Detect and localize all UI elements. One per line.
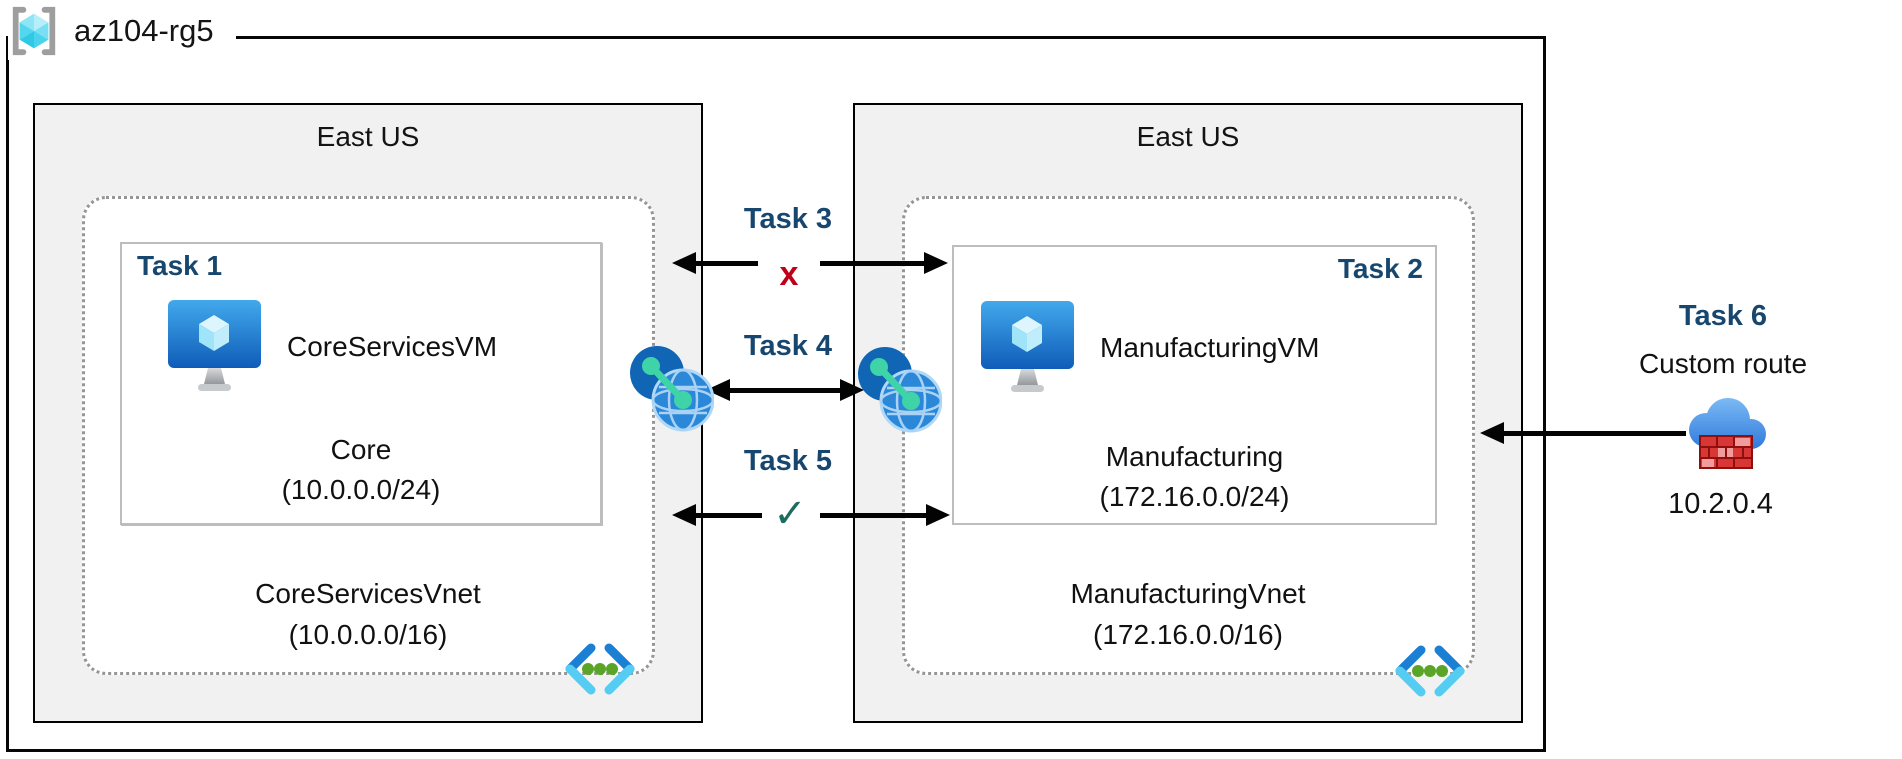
core-vnet-name: CoreServicesVnet [255,578,481,609]
core-vnet-cidr: (10.0.0.0/16) [288,619,448,650]
task5-allowed-check-mark: ✓ [773,492,807,536]
resource-group-icon [8,3,60,59]
task3-arrow-shaft [820,261,926,266]
virtual-network-icon [1391,643,1469,699]
core-vm-row: CoreServicesVM [168,300,497,394]
resource-group-boundary [6,36,1546,752]
manufacturing-subnet-cidr: (172.16.0.0/24) [1099,481,1290,512]
task4-arrowhead-right [840,379,864,401]
manufacturing-vnet-label: ManufacturingVnet (172.16.0.0/16) [855,573,1521,655]
task5-arrow-shaft [820,513,928,518]
region-right-title: East US [1136,121,1240,152]
task5-arrowhead-left [672,504,696,526]
core-vm-name: CoreServicesVM [287,331,498,362]
manufacturing-subnet-text: Manufacturing (172.16.0.0/24) [954,437,1435,517]
task3-label: Task 3 [743,203,833,235]
manufacturing-vnet-cidr: (172.16.0.0/16) [1093,619,1283,650]
manufacturing-vm-name: ManufacturingVM [1100,332,1320,363]
task5-arrowhead-right [926,504,950,526]
task3-blocked-x-mark: x [779,255,799,293]
resource-group-name: az104-rg5 [74,13,214,48]
task2-subnet-box: Task 2 ManufacturingVM Manufacturing [952,245,1437,525]
region-left-title: East US [316,121,420,152]
virtual-machine-icon [981,301,1076,395]
manufacturing-subnet-name: Manufacturing [1105,441,1284,472]
core-subnet-cidr: (10.0.0.0/24) [281,474,441,505]
manufacturing-vnet-name: ManufacturingVnet [1070,578,1306,609]
region-right: East US Task 2 ManufacturingVM [853,103,1523,723]
vnet-peering-icon [858,345,942,433]
custom-route-ip: 10.2.0.4 [1668,488,1773,520]
virtual-machine-icon [168,300,263,394]
task4-label: Task 4 [743,330,833,362]
task2-label: Task 2 [1337,253,1423,284]
manufacturing-vm-row: ManufacturingVM [981,301,1319,395]
task6-label: Task 6 [1678,300,1768,332]
custom-route-title: Custom route [1638,348,1808,379]
task6-arrowhead [1480,422,1504,444]
firewall-cloud-icon [1678,390,1770,474]
task5-arrow-shaft [694,513,762,518]
core-subnet-name: Core [330,434,392,465]
vnet-peering-icon [630,344,714,432]
resource-group-header: az104-rg5 [8,2,236,60]
task3-arrowhead-left [672,252,696,274]
task1-label: Task 1 [137,250,223,281]
core-vnet-label: CoreServicesVnet (10.0.0.0/16) [35,573,701,655]
task3-arrowhead-right [924,252,948,274]
task5-label: Task 5 [743,445,833,477]
virtual-network-icon [561,641,639,697]
task6-arrow-shaft [1502,431,1686,436]
core-subnet-text: Core (10.0.0.0/24) [122,430,600,510]
task3-arrow-shaft [694,261,758,266]
task1-subnet-box: Task 1 [120,242,602,525]
task4-arrow-shaft [728,388,840,393]
region-left: East US Task 1 [33,103,703,723]
